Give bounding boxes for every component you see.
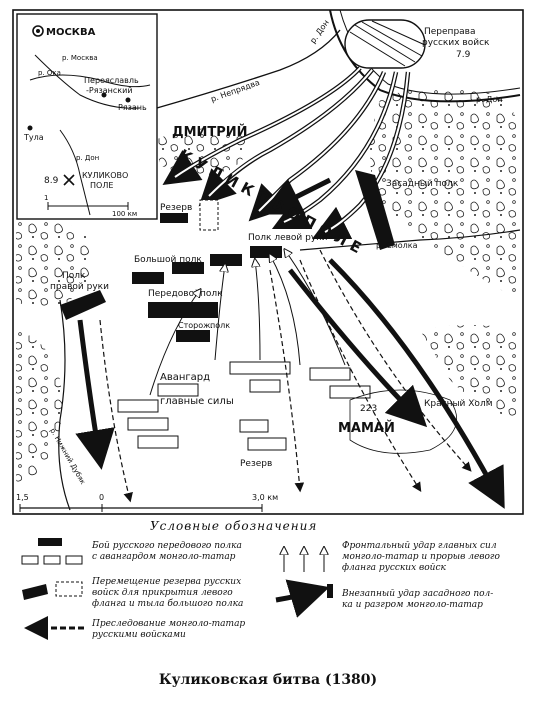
river-smolka bbox=[299, 229, 521, 251]
map-title: Куликовская битва (1380) bbox=[158, 672, 378, 688]
legend-symbol-2 bbox=[22, 581, 83, 600]
forest-areas bbox=[16, 86, 520, 484]
pursuit-arrows bbox=[99, 249, 472, 503]
legend-item2-line1: Перемещение резерва русских bbox=[91, 577, 241, 587]
legend-item3-line2: русскими войсками bbox=[92, 630, 186, 640]
right-hand-label-2: правой руки bbox=[50, 282, 109, 292]
crossing-label-1: Переправа bbox=[424, 27, 476, 37]
inset-river-moskva: р. Москва bbox=[62, 54, 98, 62]
ambush-strike-arrows bbox=[75, 258, 505, 509]
scale-bar bbox=[19, 504, 263, 512]
inset-river-oka: р. Ока bbox=[38, 69, 61, 77]
legend-item4-line2: монголо-татар и прорыв левого bbox=[342, 552, 500, 562]
vanguard-label: Авангард bbox=[160, 372, 210, 383]
river-don-label-2: р. Дон bbox=[476, 95, 503, 104]
scale-zero: 0 bbox=[99, 493, 104, 502]
river-nizhny-label: р. Нижний Дубяк bbox=[48, 427, 87, 486]
inset-ryazan: Рязань bbox=[118, 103, 147, 112]
legend-item4-line1: Фронтальный удар главных сил bbox=[342, 541, 497, 551]
inset-tula: Тула bbox=[23, 133, 44, 142]
red-hill-contour bbox=[349, 389, 458, 454]
legend-item5-line1: Внезапный удар засадного пол- bbox=[341, 589, 493, 599]
legend-item5-line2: ка и разгром монголо-татар bbox=[342, 600, 483, 610]
river-nizhny-dubyak bbox=[58, 299, 71, 511]
river-don bbox=[329, 9, 521, 103]
reserve-ru-label: Резерв bbox=[160, 203, 192, 213]
crossing-marker bbox=[344, 19, 426, 69]
inset-date: 8.9 bbox=[44, 176, 59, 186]
right-hand-label-1: Полк bbox=[62, 271, 86, 281]
legend-item3-line1: Преследование монголо-татар bbox=[91, 619, 245, 629]
legend-symbol-5 bbox=[275, 579, 333, 618]
guard-label-1: Сторож. bbox=[178, 321, 213, 330]
mamai-label: МАМАЙ bbox=[338, 420, 395, 436]
legend-item1-line1: Бой русского передового полка bbox=[91, 541, 242, 551]
legend-item2-line2: войск для прикрытия левого bbox=[92, 588, 233, 598]
reserve-mg-label: Резерв bbox=[240, 459, 272, 469]
inset-kulikovo-2: ПОЛЕ bbox=[90, 181, 113, 190]
river-nepryadva-label: р. Непрядва bbox=[210, 78, 261, 104]
legend-symbol-4 bbox=[284, 548, 324, 572]
river-nepryadva bbox=[149, 29, 341, 111]
inset-scale-1: 1 bbox=[44, 194, 48, 202]
forward-label-2: полк bbox=[200, 289, 223, 299]
dmitry-label: ДМИТРИЙ bbox=[172, 124, 248, 140]
inset-kulikovo-1: КУЛИКОВО bbox=[82, 171, 128, 180]
forward-label-1: Передовой bbox=[148, 289, 200, 299]
river-don-label-1: р. Дон bbox=[308, 18, 331, 45]
crossing-date: 7.9 bbox=[456, 50, 471, 60]
inset-moskva: МОСКВА bbox=[46, 27, 96, 38]
legend-item2-line3: фланга и тыла большого полка bbox=[92, 598, 243, 609]
inset-pereyaslavl-1: Переяславль bbox=[84, 76, 139, 85]
legend-symbol-1 bbox=[21, 538, 83, 565]
left-hand-label: Полк левой руки bbox=[248, 233, 328, 243]
legend-heading: Условные обозначения bbox=[150, 519, 317, 533]
main-forces-label: главные силы bbox=[160, 396, 234, 407]
inset-river-don: р. Дон bbox=[76, 154, 99, 162]
scale-right: 3,0 км bbox=[252, 493, 278, 502]
ambush-label: Засадный полк bbox=[386, 179, 459, 189]
ambush-regiment bbox=[261, 170, 395, 250]
guard-label-2: полк bbox=[210, 321, 230, 330]
mongol-forces bbox=[117, 361, 371, 451]
scale-left: 1,5 bbox=[16, 493, 29, 502]
inset-map bbox=[16, 13, 158, 220]
map-frame bbox=[12, 9, 524, 515]
inset-pereyaslavl-2: -Рязанский bbox=[86, 86, 133, 95]
river-smolka-label: р. Смолка bbox=[376, 241, 418, 250]
red-hill-label: Красный Холм bbox=[424, 399, 492, 409]
inset-scale-100: 100 км bbox=[112, 210, 137, 218]
height-label: 223 bbox=[360, 404, 377, 414]
legend-item4-line3: фланга русских войск bbox=[342, 563, 447, 573]
russian-regiments bbox=[60, 199, 282, 342]
crossing-label-2: русских войск bbox=[422, 38, 490, 48]
legend-item1-line2: с авангардом монголо-татар bbox=[92, 552, 236, 562]
big-regiment-label: Большой полк bbox=[134, 255, 202, 265]
